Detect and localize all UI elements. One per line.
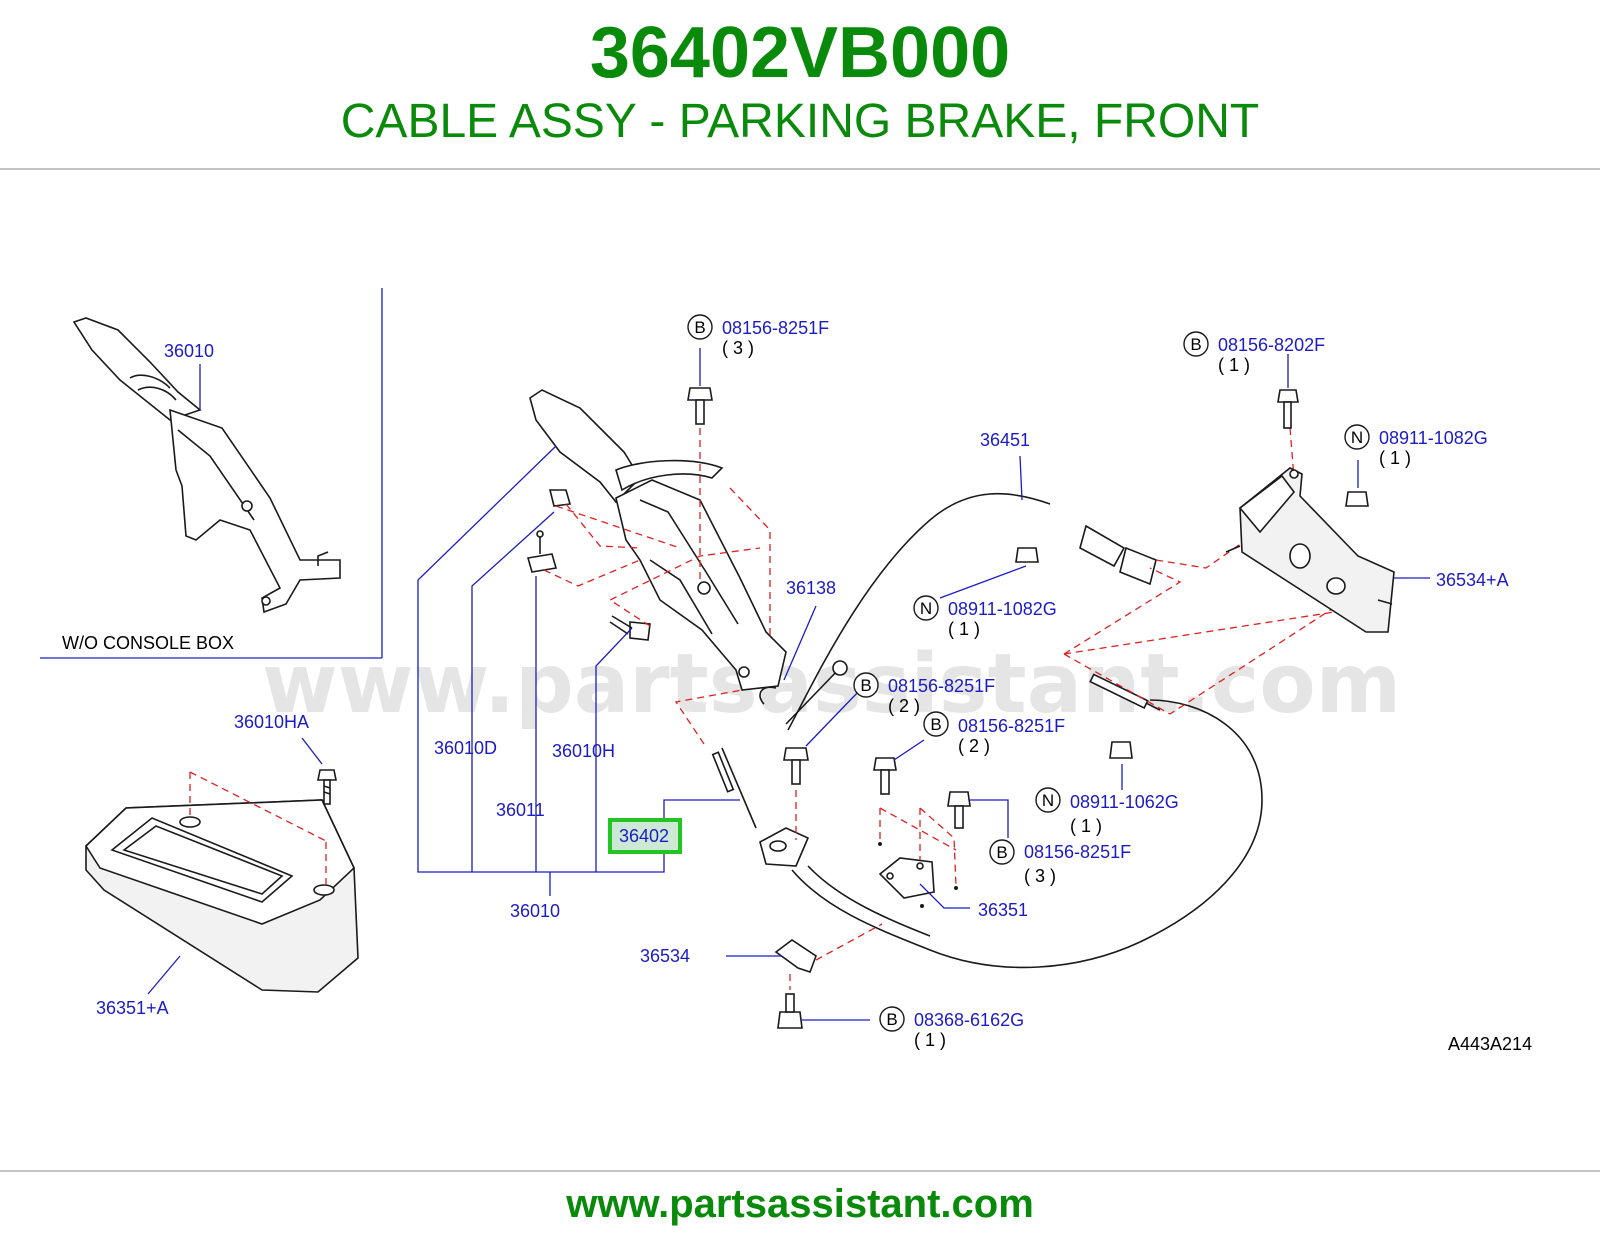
fastener-part: 08368-6162G <box>914 1010 1024 1030</box>
footer-url[interactable]: www.partsassistant.com <box>566 1182 1034 1226</box>
fastener-part: 08156-8251F <box>958 716 1065 736</box>
fastener-part: 08911-1082G <box>948 599 1057 619</box>
fastener-letter: N <box>920 599 932 618</box>
callout-inset-36010: 36010 <box>164 341 214 361</box>
callout-36534: 36534 <box>640 946 690 966</box>
fastener-part: 08156-8251F <box>888 676 995 696</box>
fastener-part: 08911-1062G <box>1070 792 1179 812</box>
callout-36011: 36011 <box>496 800 545 820</box>
fastener-part: 08156-8251F <box>1024 842 1131 862</box>
fastener-callout-f5: B 08156-8251F ( 2 ) <box>853 672 995 716</box>
fastener-qty: ( 2 ) <box>888 696 920 716</box>
fastener-qty: ( 1 ) <box>1379 448 1411 468</box>
fastener-letter: B <box>860 676 871 695</box>
console-group: 36010HA 36351+A <box>84 712 359 1018</box>
fastener-qty: ( 3 ) <box>722 338 754 358</box>
nut-lower-drawing <box>1109 741 1133 759</box>
fastener-qty: ( 1 ) <box>948 619 980 639</box>
callout-36010HA: 36010HA <box>234 712 309 732</box>
fastener-callout-f3: N 08911-1082G ( 1 ) <box>1344 424 1488 468</box>
fastener-qty: ( 1 ) <box>914 1030 946 1050</box>
fastener-letter: B <box>886 1010 897 1029</box>
fastener-qty: ( 1 ) <box>1070 816 1102 836</box>
fastener-callout-f9: B 08368-6162G ( 1 ) <box>879 1006 1024 1050</box>
callout-36010H: 36010H <box>552 741 615 761</box>
fastener-callout-f4: N 08911-1082G ( 1 ) <box>913 595 1057 639</box>
top-divider <box>0 168 1600 170</box>
bolt-plate-drawing <box>947 791 1009 838</box>
cables-drawing <box>711 492 1263 969</box>
part-description: CABLE ASSY - PARKING BRAKE, FRONT <box>340 95 1260 148</box>
callout-36010D: 36010D <box>434 738 497 758</box>
fastener-callout-f7: N 08911-1062G ( 1 ) <box>1035 787 1179 836</box>
callout-36351A: 36351+A <box>96 998 169 1018</box>
inset-caption: W/O CONSOLE BOX <box>62 633 234 653</box>
callout-36534A: 36534+A <box>1436 570 1509 590</box>
fastener-letter: B <box>930 715 941 734</box>
diagram-reference-code: A443A214 <box>1448 1034 1532 1054</box>
fastener-letter: B <box>694 318 705 337</box>
fastener-qty: ( 2 ) <box>958 736 990 756</box>
callout-36351: 36351 <box>978 900 1028 920</box>
callout-36402[interactable]: 36402 <box>619 826 669 846</box>
main-lever-drawing <box>526 389 787 745</box>
highlight-36402-box[interactable] <box>608 818 682 854</box>
callout-36451: 36451 <box>980 430 1030 450</box>
bolt-top-drawing <box>687 348 713 580</box>
fastener-callout-f8: B 08156-8251F ( 3 ) <box>989 839 1131 886</box>
bolt-mid-drawing <box>783 689 861 840</box>
fastener-callout-f6: B 08156-8251F ( 2 ) <box>923 711 1065 756</box>
fastener-part: 08911-1082G <box>1379 428 1488 448</box>
small-bracket-drawing <box>726 923 883 1029</box>
callout-36138: 36138 <box>786 578 836 598</box>
bottom-divider <box>0 1170 1600 1172</box>
right-bracket-drawing <box>1225 389 1395 633</box>
fastener-part: 08156-8202F <box>1218 335 1325 355</box>
nut-mid-drawing <box>1015 547 1039 563</box>
bolt-mid2-drawing <box>873 739 925 795</box>
fastener-qty: ( 1 ) <box>1218 355 1250 375</box>
lever-assy-bracket <box>417 445 740 896</box>
fastener-part: 08156-8251F <box>722 318 829 338</box>
part-number-title: 36402VB000 <box>589 13 1011 93</box>
fastener-callout-f1: B 08156-8251F ( 3 ) <box>687 314 829 358</box>
fastener-letter: B <box>1190 335 1201 354</box>
fastener-letter: B <box>996 843 1007 862</box>
fastener-letter: N <box>1042 791 1054 810</box>
inset-box: 36010 W/O CONSOLE BOX <box>40 288 383 659</box>
fastener-qty: ( 3 ) <box>1024 866 1056 886</box>
plate-drawing <box>878 807 970 909</box>
inset-lever-drawing <box>72 317 341 614</box>
fastener-letter: N <box>1351 428 1363 447</box>
fastener-callout-f2: B 08156-8202F ( 1 ) <box>1183 331 1325 375</box>
watermark: www.partsassistant.com <box>262 637 1401 732</box>
callout-36010: 36010 <box>510 901 560 921</box>
